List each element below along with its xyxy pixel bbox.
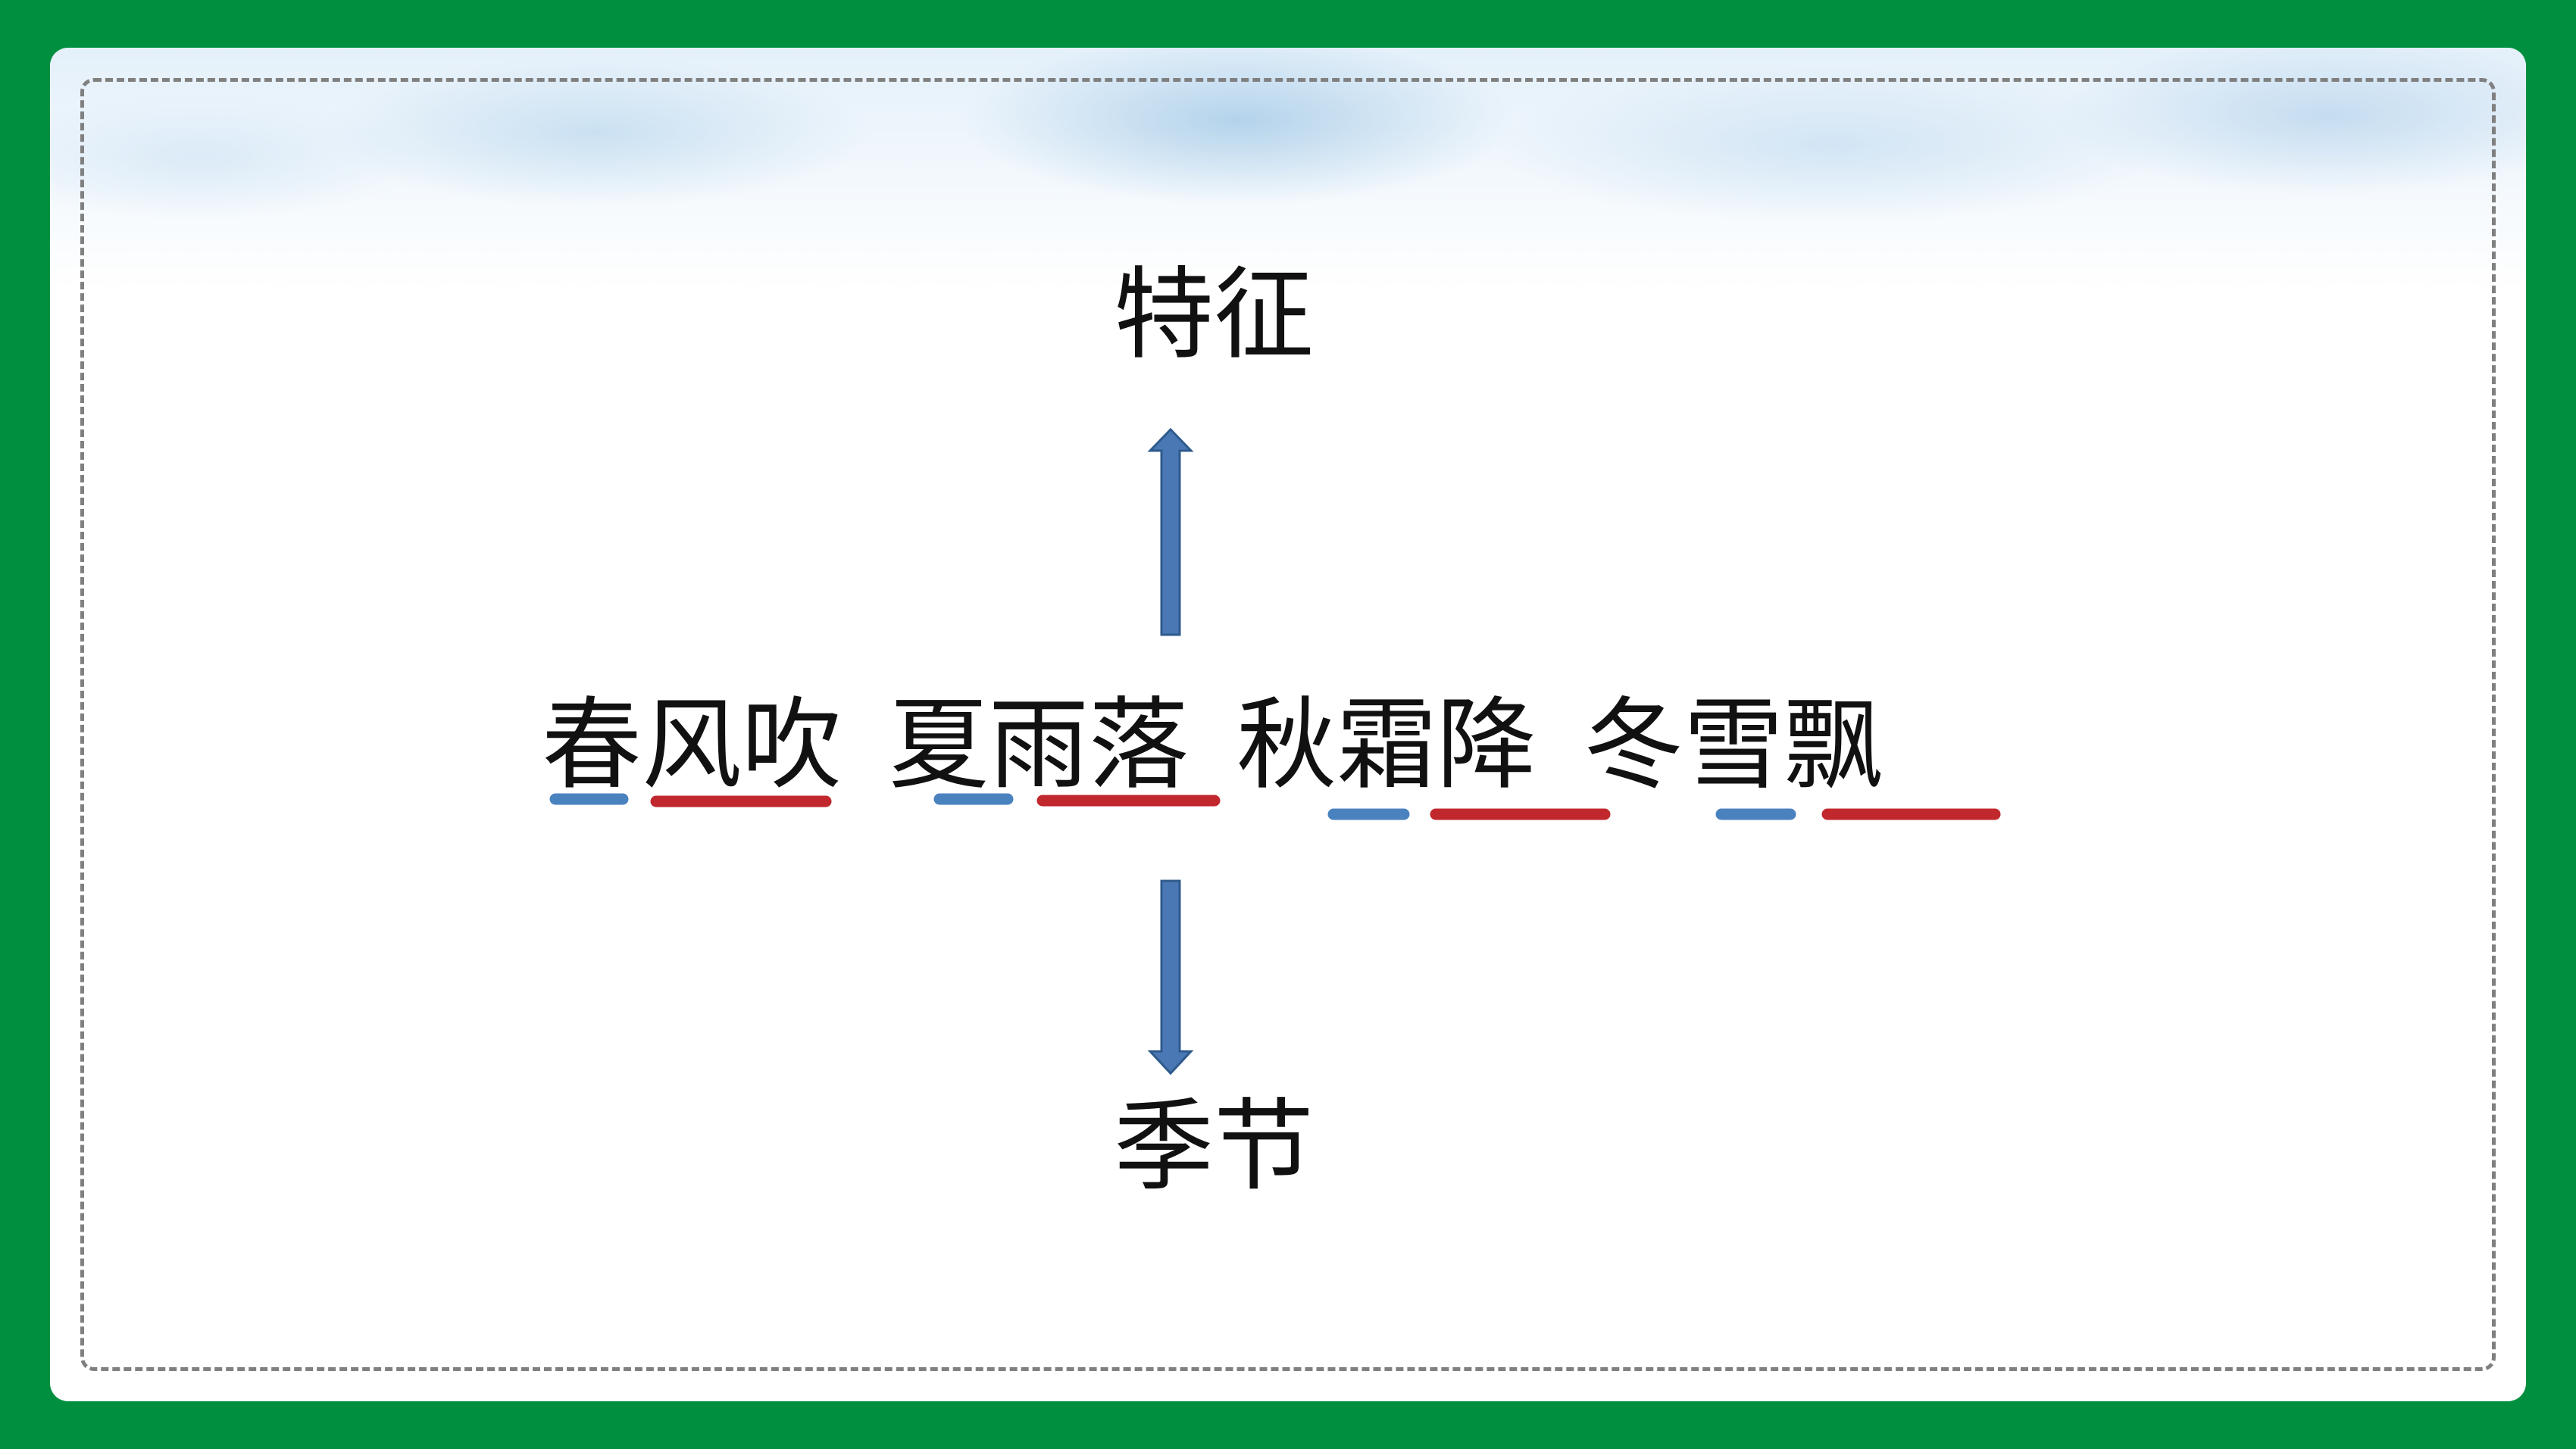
season-label: 季节 <box>1114 1088 1314 1205</box>
phrase-winter: 冬雪飘 <box>1583 687 1884 804</box>
phrase-spring: 春风吹 <box>542 687 842 804</box>
arrow-up-icon <box>1147 427 1194 636</box>
arrow-down-icon <box>1147 879 1194 1076</box>
slide-card <box>50 48 2526 1401</box>
sky-background <box>50 48 2526 290</box>
dashed-border <box>80 78 2496 1371</box>
feature-label: 特征 <box>1114 257 1314 373</box>
phrase-summer: 夏雨落 <box>889 687 1189 804</box>
phrase-autumn: 秋霜降 <box>1236 687 1537 804</box>
